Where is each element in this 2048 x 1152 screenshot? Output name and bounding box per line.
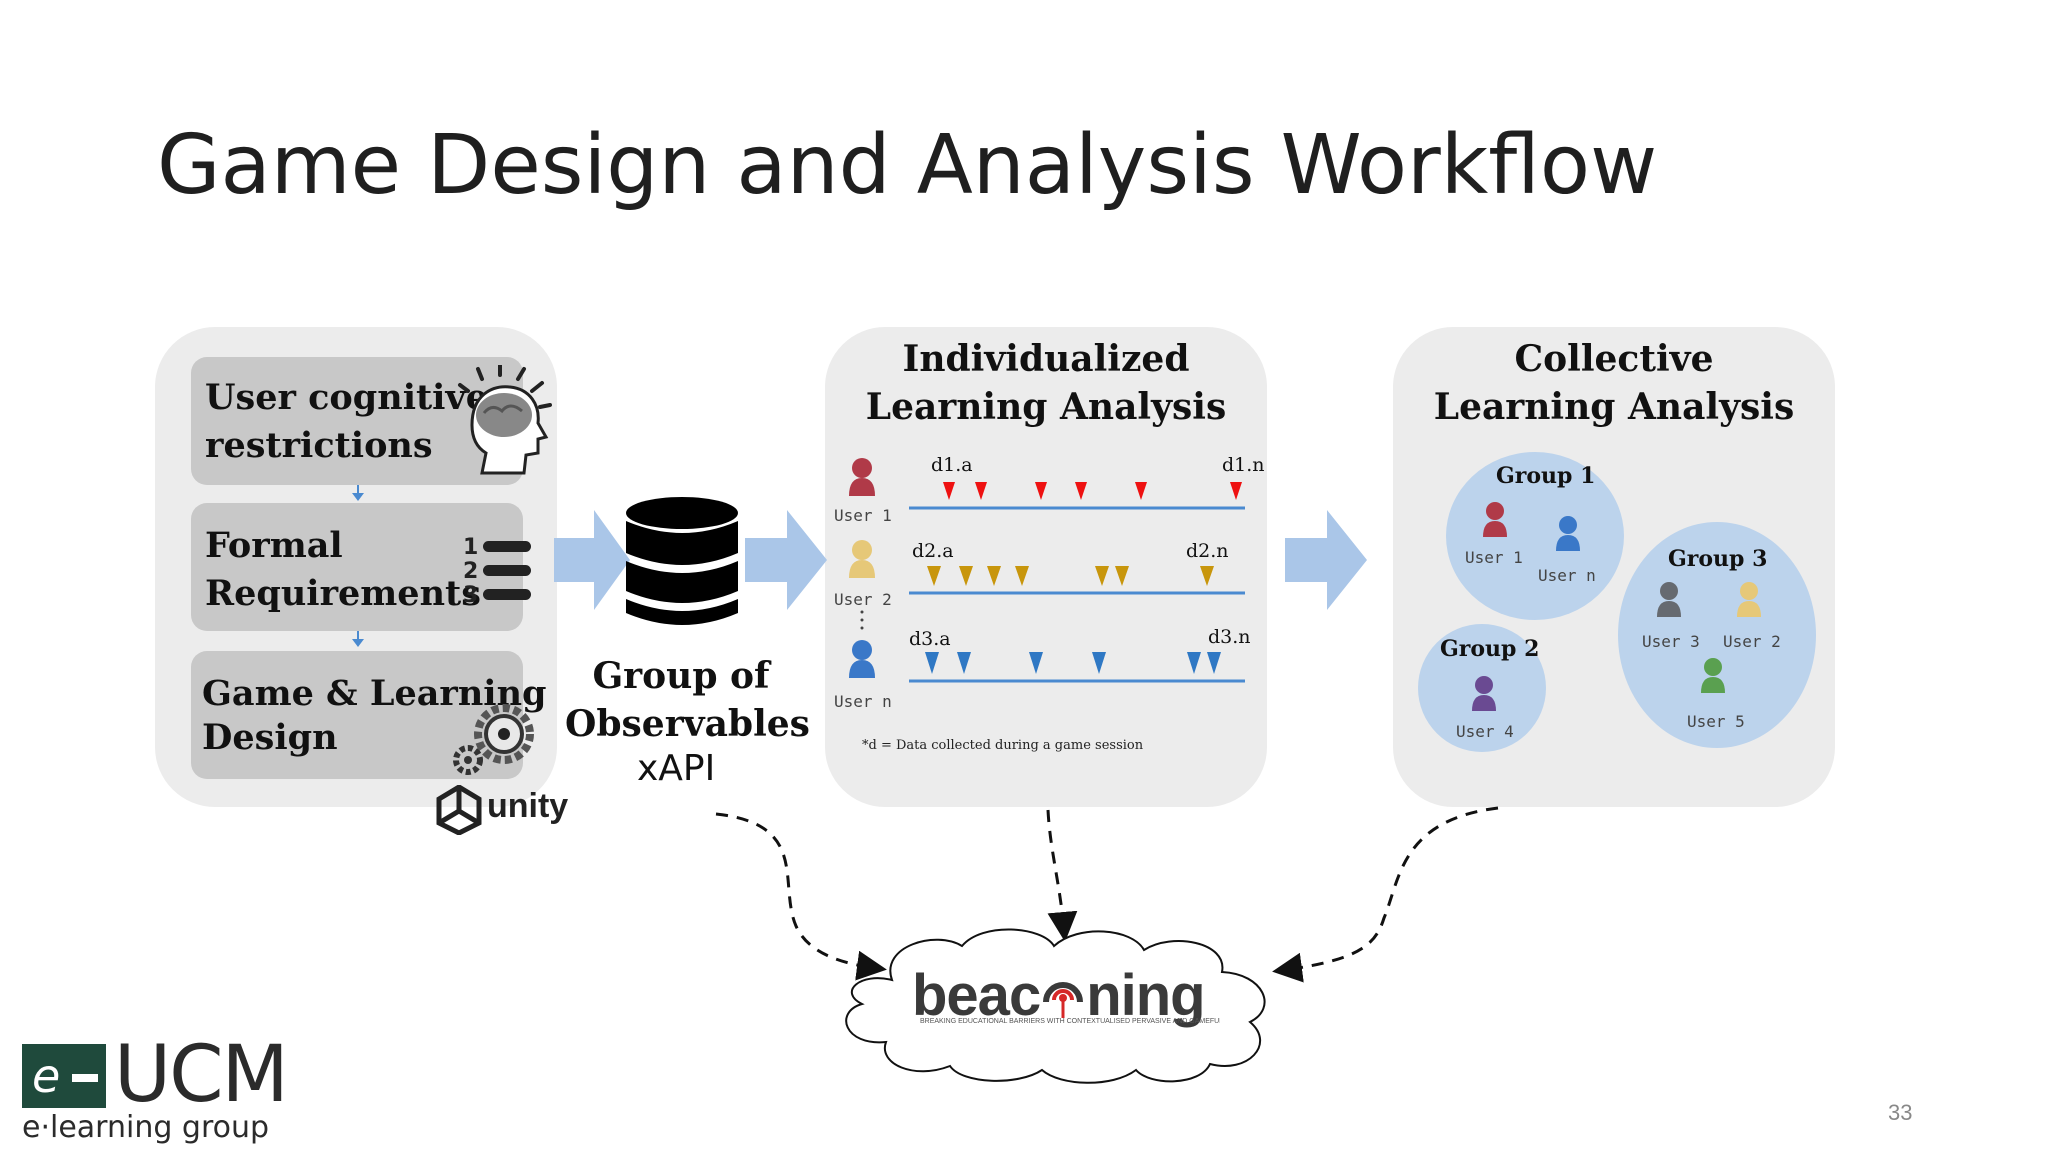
d1-end-label: d1.n	[1222, 454, 1265, 476]
formal-requirements-card	[191, 503, 523, 631]
user-n-figure	[849, 640, 875, 678]
beaconing-tagline: BREAKING EDUCATIONAL BARRIERS WITH CONTE…	[920, 1018, 1220, 1025]
observables-label: Group of Observables	[565, 655, 810, 745]
flow-arrow-3	[1285, 510, 1367, 610]
svg-text:e: e	[32, 1049, 60, 1103]
down-arrow-2	[352, 631, 364, 647]
user-1-label: User 1	[834, 506, 892, 525]
beaconing-cloud	[845, 928, 1266, 1084]
flow-arrow-1	[554, 510, 630, 610]
formal-requirements-label: Formal Requirements	[205, 525, 481, 614]
group3-user-3-figure	[1657, 582, 1681, 617]
slide-title: Game Design and Analysis Workflow	[157, 118, 1658, 213]
group-2-label: Group 2	[1440, 636, 1540, 662]
individual-analysis-panel	[825, 327, 1267, 807]
numbered-list-icon: 1 2 3	[463, 535, 533, 615]
collective-user-figures	[1472, 502, 1761, 711]
user-1-figure	[849, 458, 875, 496]
user-2-label: User 2	[834, 590, 892, 609]
elearning-group-text: e·learning group	[22, 1110, 270, 1145]
xapi-label: xAPI	[637, 748, 716, 789]
group-3-circle	[1618, 522, 1816, 748]
individual-analysis-heading: Individualized Learning Analysis	[865, 338, 1227, 428]
d2-end-label: d2.n	[1186, 540, 1229, 562]
cognitive-restrictions-card	[191, 357, 523, 485]
ucm-logo-text: UCM	[114, 1030, 289, 1120]
elearning-logo-icon: e	[22, 1044, 106, 1108]
group3-user-3-label: User 3	[1642, 632, 1700, 651]
gears-icon	[453, 704, 534, 775]
group-1-label: Group 1	[1496, 463, 1596, 489]
unity-logo-icon	[436, 785, 482, 835]
user-n-label: User n	[834, 692, 892, 711]
d3-start-label: d3.a	[909, 628, 951, 650]
group2-user-4-label: User 4	[1456, 722, 1514, 741]
flow-arrow-2	[745, 510, 827, 610]
d3-end-label: d3.n	[1208, 626, 1251, 648]
group3-user-2-label: User 2	[1723, 632, 1781, 651]
d1-start-label: d1.a	[931, 454, 973, 476]
game-learning-design-label: Game & Learning Design	[202, 673, 547, 758]
group3-user-5-figure	[1701, 658, 1725, 693]
database-icon	[626, 497, 738, 625]
data-footnote: *d = Data collected during a game sessio…	[862, 738, 1144, 753]
beacon-signal-icon	[1043, 982, 1083, 1018]
group1-user-1-label: User 1	[1465, 548, 1523, 567]
group2-user-4-figure	[1472, 676, 1496, 711]
group-1-circle	[1446, 452, 1624, 620]
cognitive-restrictions-label: User cognitive restrictions	[205, 377, 489, 466]
individual-timeline-chart	[849, 458, 1245, 683]
page-number: 33	[1888, 1100, 1913, 1125]
dashed-arrows	[715, 806, 1499, 983]
collective-analysis-heading: Collective Learning Analysis	[1433, 338, 1795, 428]
down-arrow-1	[352, 485, 364, 501]
group1-user-n-label: User n	[1538, 566, 1596, 585]
d2-start-label: d2.a	[912, 540, 954, 562]
group3-user-5-label: User 5	[1687, 712, 1745, 731]
group1-user-1-figure	[1483, 502, 1507, 537]
head-brain-icon	[458, 365, 552, 475]
user-2-figure	[849, 540, 875, 578]
group-3-label: Group 3	[1668, 546, 1768, 572]
unity-label: unity	[487, 787, 569, 825]
group1-user-n-figure	[1556, 516, 1580, 551]
group3-user-2-figure	[1737, 582, 1761, 617]
